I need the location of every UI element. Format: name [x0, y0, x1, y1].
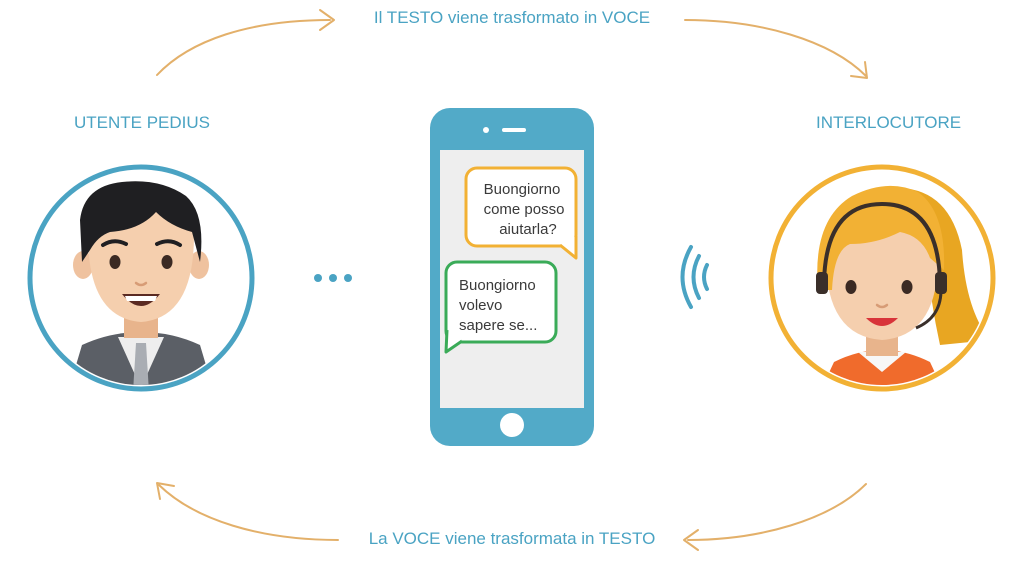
- incoming-message-line-3: aiutarla?: [499, 221, 557, 238]
- incoming-message-line-2: come posso: [484, 201, 565, 218]
- participant-label-left: UTENTE PEDIUS: [74, 113, 210, 133]
- avatar-utente-pedius: [30, 167, 252, 392]
- incoming-message-bubble: Buongiorno come posso aiutarla?: [466, 168, 576, 258]
- typing-dots-icon: [314, 274, 352, 282]
- participant-label-right: INTERLOCUTORE: [816, 113, 961, 133]
- caption-voice-to-text: La VOCE viene trasformata in TESTO: [0, 529, 1024, 549]
- incoming-message-line-1: Buongiorno: [484, 181, 561, 198]
- outgoing-message-line-2: volevo: [459, 297, 502, 314]
- outgoing-message-line-1: Buongiorno: [459, 277, 536, 294]
- caption-text-to-voice: Il TESTO viene trasformato in VOCE: [0, 8, 1024, 28]
- sound-waves-icon: [683, 247, 708, 307]
- arrow-top-right: [685, 20, 867, 78]
- outgoing-message-line-3: sapere se...: [459, 317, 537, 334]
- outgoing-message-bubble: Buongiorno volevo sapere se...: [446, 262, 556, 352]
- avatar-interlocutore: [771, 167, 993, 392]
